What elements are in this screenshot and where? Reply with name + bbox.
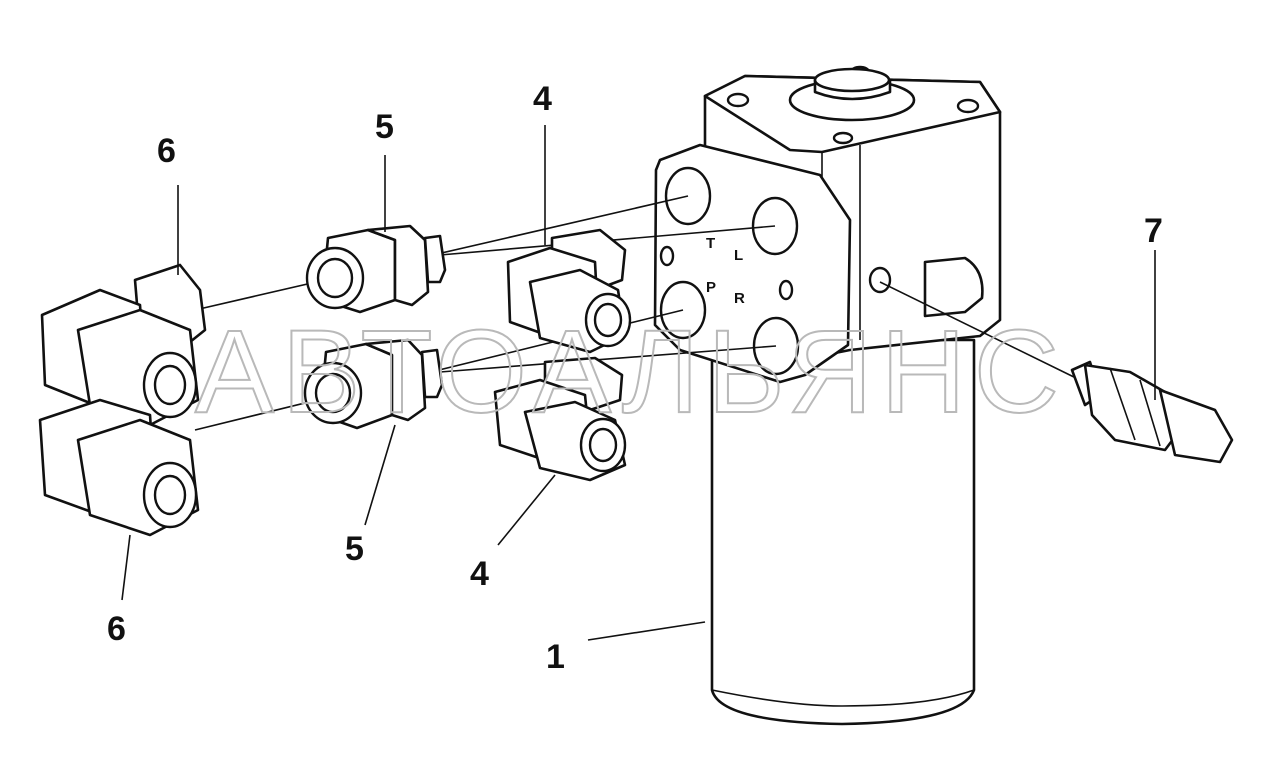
top-bolt-hole	[832, 131, 854, 145]
callout-6-lower: 6	[107, 610, 126, 648]
callout-5-lower: 5	[345, 530, 364, 568]
plate-small-hole	[659, 245, 675, 267]
callout-5-upper: 5	[375, 108, 394, 146]
steering-unit-body	[703, 65, 1002, 726]
side-port	[868, 266, 892, 294]
tee-fitting-lower	[38, 398, 200, 537]
port-mark-p: P	[706, 279, 716, 296]
callout-1: 1	[546, 638, 565, 676]
side-bracket	[923, 256, 984, 318]
callout-4-upper: 4	[533, 80, 552, 118]
callout-4-lower: 4	[470, 555, 489, 593]
housing-cylinder	[710, 338, 976, 726]
top-bolt-hole	[956, 98, 980, 114]
callout-7: 7	[1144, 212, 1163, 250]
elbow-fitting-upper	[506, 228, 632, 354]
input-shaft	[813, 67, 891, 93]
tee-fitting-upper	[40, 263, 207, 427]
port-mark-t: T	[706, 235, 715, 252]
watermark-text: АВТОАЛЬЯНС	[195, 306, 1067, 438]
plate-small-hole	[778, 279, 794, 301]
top-bolt-hole	[726, 92, 750, 108]
elbow-fitting-lower	[493, 356, 627, 482]
port-mark-r: R	[734, 290, 745, 307]
callout-6-upper: 6	[157, 132, 176, 170]
leader-lines	[121, 125, 1156, 641]
adapter-upper	[305, 224, 447, 314]
adapter-lower	[303, 338, 444, 430]
port-mark-l: L	[734, 247, 743, 264]
sensor-plug	[1070, 360, 1234, 464]
